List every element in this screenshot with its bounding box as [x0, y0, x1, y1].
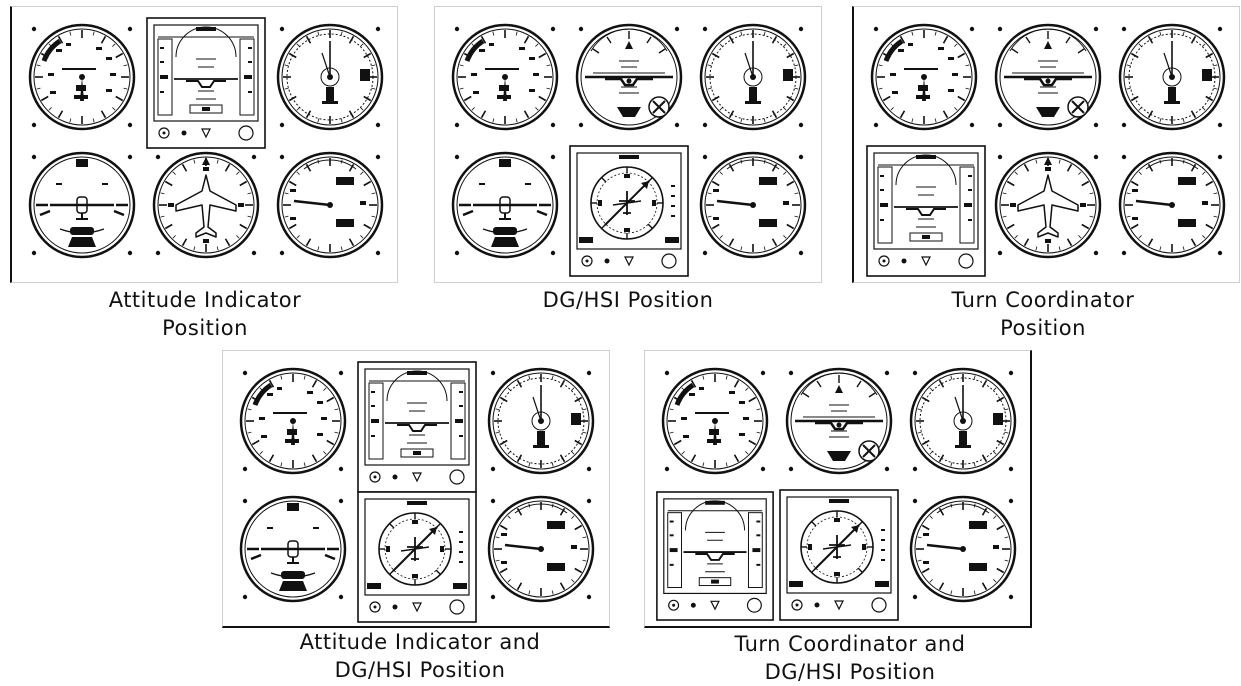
caption-line: Turn Coordinator and — [700, 630, 1000, 658]
vertical-speed-gauge — [907, 493, 1019, 605]
turn-coordinator-gauge — [237, 493, 349, 605]
caption-line: DG/HSI Position — [270, 656, 570, 684]
vertical-speed-gauge — [1116, 149, 1228, 261]
attitude-indicator-gauge — [783, 365, 895, 477]
caption-line: Turn Coordinator — [915, 286, 1171, 314]
pfd-efis-display — [655, 491, 775, 621]
caption-line: DG/HSI Position — [500, 286, 756, 314]
altimeter-gauge — [907, 365, 1019, 477]
caption-line: Attitude Indicator and — [270, 628, 570, 656]
hsi-efis-display — [779, 489, 899, 621]
altimeter-gauge — [485, 365, 597, 477]
pfd-efis-display — [357, 361, 477, 493]
airspeed-indicator-gauge — [237, 365, 349, 477]
airspeed-indicator-gauge — [659, 365, 771, 477]
heading-indicator-gauge — [150, 149, 262, 261]
panel-ai-and-dg-hsi-position — [222, 350, 610, 628]
caption-turn-coordinator: Turn Coordinator Position — [915, 286, 1171, 342]
pfd-efis-display — [146, 17, 266, 149]
attitude-indicator-gauge — [992, 21, 1104, 133]
altimeter-gauge — [274, 21, 386, 133]
vertical-speed-gauge — [697, 149, 809, 261]
pfd-efis-display — [866, 145, 986, 277]
vertical-speed-gauge — [485, 493, 597, 605]
caption-ai-and-dg-hsi: Attitude Indicator and DG/HSI Position — [270, 628, 570, 684]
hsi-efis-display — [357, 491, 477, 623]
caption-line: Position — [80, 314, 330, 342]
panel-turn-coordinator-position — [852, 6, 1240, 283]
panel-attitude-indicator-position — [10, 6, 398, 283]
caption-line: Attitude Indicator — [80, 286, 330, 314]
caption-dg-hsi: DG/HSI Position — [500, 286, 756, 314]
turn-coordinator-gauge — [26, 149, 138, 261]
airspeed-indicator-gauge — [868, 21, 980, 133]
altimeter-gauge — [697, 21, 809, 133]
airspeed-indicator-gauge — [449, 21, 561, 133]
airspeed-indicator-gauge — [26, 21, 138, 133]
caption-attitude-indicator: Attitude Indicator Position — [80, 286, 330, 342]
turn-coordinator-gauge — [449, 149, 561, 261]
panel-dg-hsi-position — [434, 6, 822, 283]
attitude-indicator-gauge — [573, 21, 685, 133]
panel-tc-and-dg-hsi-position — [644, 350, 1032, 628]
caption-tc-and-dg-hsi: Turn Coordinator and DG/HSI Position — [700, 630, 1000, 686]
caption-line: DG/HSI Position — [700, 658, 1000, 686]
hsi-efis-display — [569, 145, 689, 277]
heading-indicator-gauge — [992, 149, 1104, 261]
caption-line: Position — [915, 314, 1171, 342]
altimeter-gauge — [1116, 21, 1228, 133]
vertical-speed-gauge — [274, 149, 386, 261]
